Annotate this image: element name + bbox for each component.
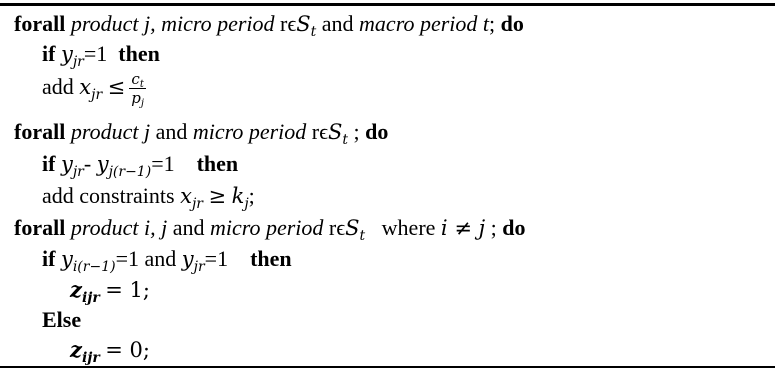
text: product j, micro period [70, 11, 275, 36]
math-var: zijr [70, 337, 100, 366]
text: rϵ [311, 119, 329, 144]
math-assign: = 1; [105, 278, 150, 302]
keyword-if: if [42, 246, 56, 271]
keyword-forall: forall [14, 215, 66, 240]
math-var: xjr [180, 184, 203, 212]
text: product i, j [70, 215, 168, 240]
math-var: yjr [60, 42, 84, 70]
text: rϵ [280, 11, 297, 36]
text: macro period t [359, 11, 489, 36]
bottom-rule [0, 366, 775, 368]
math-var: yjr [181, 247, 205, 275]
algo-line-9: zijr = 1; [70, 276, 150, 306]
math-var: St [345, 216, 366, 244]
text: rϵ [328, 215, 346, 240]
algo-line-5: if yjr- yj(r−1)=1 then [42, 150, 239, 180]
text: =1 [204, 246, 229, 271]
text: - [83, 151, 92, 176]
keyword-if: if [42, 151, 56, 176]
text: micro period [192, 119, 307, 144]
top-rule [0, 3, 775, 6]
math-var: kj [231, 184, 249, 212]
text: micro period [209, 215, 324, 240]
math-assign: = 0; [105, 338, 150, 362]
text: =1 [151, 151, 175, 176]
text: add [42, 74, 74, 100]
math-var: yjr [60, 152, 84, 180]
keyword-do: do [502, 215, 526, 240]
text: and [321, 11, 354, 36]
keyword-then: then [250, 246, 292, 271]
keyword-then: then [196, 151, 239, 176]
keyword-do: do [500, 11, 524, 36]
algo-line-10: Else [42, 306, 81, 334]
keyword-else: Else [42, 307, 82, 332]
algo-line-8: if yi(r−1)=1 and yjr=1 then [42, 245, 292, 275]
keyword-forall: forall [14, 119, 66, 144]
math-expression: i ≠ j [440, 216, 486, 240]
keyword-forall: forall [14, 11, 66, 36]
text: and [155, 119, 188, 144]
algo-line-4: forall product j and micro period rϵSt ;… [14, 118, 389, 148]
text: ; [490, 215, 497, 240]
text: and [172, 215, 205, 240]
algo-line-7: forall product i, j and micro period rϵS… [14, 214, 526, 244]
keyword-if: if [42, 41, 56, 66]
math-operator: ≥ [208, 184, 227, 208]
text: =1 [83, 41, 108, 66]
math-var: zijr [70, 277, 100, 306]
math-var: yj(r−1) [96, 152, 152, 180]
text: ; [353, 119, 360, 144]
math-var: yi(r−1) [60, 247, 116, 275]
algo-line-2: if yjr=1 then [42, 40, 160, 70]
math-var: St [296, 12, 317, 40]
text: add constraints [42, 183, 175, 208]
math-var: xjr [79, 75, 103, 104]
keyword-then: then [118, 41, 160, 66]
algo-line-11: zijr = 0; [70, 336, 150, 366]
math-var: St [328, 120, 349, 148]
text: product j [70, 119, 151, 144]
algo-line-6: add constraints xjr ≥ kj; [42, 182, 255, 212]
algo-line-1: forall product j, micro period rϵSt and … [14, 10, 524, 40]
text: =1 and [115, 246, 177, 271]
math-operator: ≤ [107, 75, 126, 100]
keyword-do: do [365, 119, 389, 144]
text: where [381, 215, 436, 240]
text: ; [248, 183, 255, 208]
text: ; [489, 11, 496, 36]
